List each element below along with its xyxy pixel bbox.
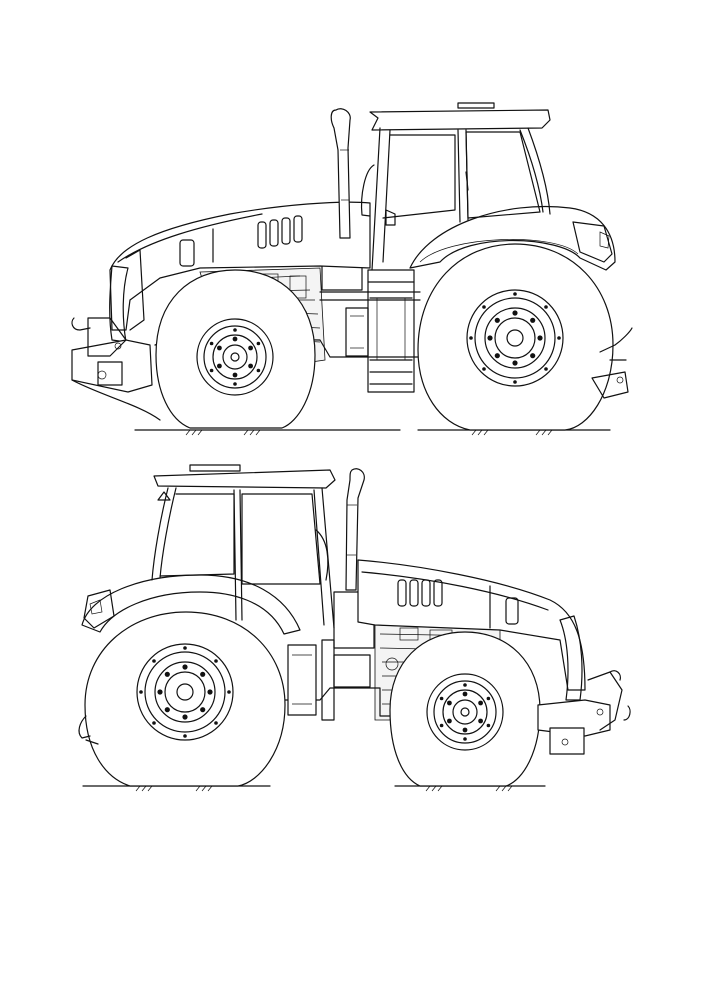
tool-box (333, 654, 371, 688)
cab-roof-2 (153, 469, 336, 489)
front-wheel (155, 269, 316, 429)
cab-2 (151, 464, 336, 629)
engine-hood (109, 201, 371, 343)
rear-fender-2 (81, 574, 301, 635)
step-ladder (367, 269, 415, 393)
cab (360, 102, 551, 271)
rear-hitch-2 (78, 715, 99, 745)
rear-light (572, 221, 613, 263)
rear-fender (409, 205, 616, 271)
hood-side-vent-2 (505, 597, 519, 625)
right-side-view (78, 464, 631, 792)
hood-side-vent (179, 239, 195, 267)
cab-door (465, 131, 541, 219)
roof-beacon (457, 102, 495, 109)
cab-roof (369, 109, 551, 131)
front-hitch-2 (537, 670, 631, 755)
battery-box-2 (287, 644, 317, 716)
battery-box (345, 307, 369, 357)
rear-wheel-2 (84, 611, 286, 787)
grab-handle-2 (315, 529, 329, 581)
grab-handle (360, 164, 375, 217)
rear-wheel (417, 243, 614, 431)
exhaust-pipe-2 (345, 468, 365, 591)
engine-hood-2 (357, 559, 586, 701)
front-wheel-2 (389, 631, 541, 787)
front-weight (549, 727, 585, 755)
rear-hitch (591, 327, 633, 399)
mirror (385, 209, 396, 226)
rear-light-2 (83, 589, 115, 629)
exhaust-pipe (330, 108, 351, 239)
roof-beacon-2 (189, 464, 241, 472)
mirror-2 (157, 491, 171, 501)
left-side-view (71, 102, 633, 436)
cab-door-2 (241, 493, 321, 585)
front-hitch (71, 317, 161, 421)
